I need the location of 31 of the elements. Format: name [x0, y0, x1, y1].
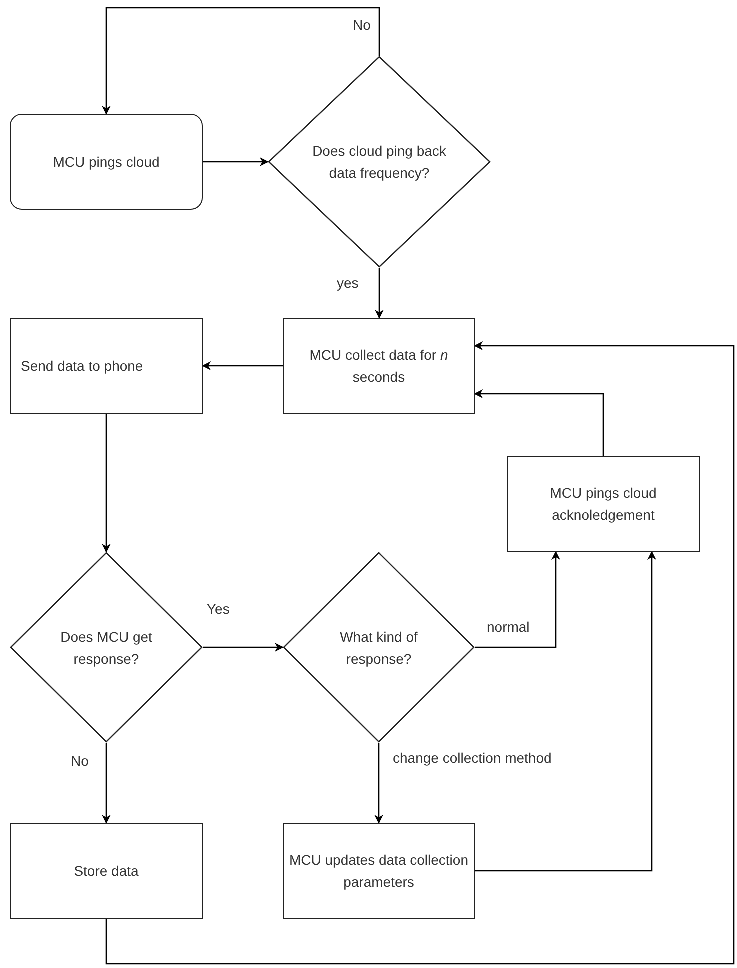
- node-label: MCU updates data collection parameters: [288, 851, 470, 892]
- decision-diamond: [283, 552, 475, 743]
- edge-label: change collection method: [393, 749, 553, 768]
- decision-diamond: [268, 56, 491, 268]
- node-label: Does MCU get response?: [60, 628, 154, 669]
- arrow: [374, 743, 384, 824]
- node-label: What kind of response?: [339, 628, 419, 669]
- node-label: MCU collect data for n seconds: [308, 346, 450, 387]
- process-box: [10, 114, 203, 210]
- node-label: Send data to phone: [20, 357, 144, 376]
- node-label: MCU pings cloud acknoledgement: [549, 484, 658, 525]
- arrow: [375, 268, 384, 319]
- arrow: [202, 362, 283, 370]
- arrow: [102, 743, 111, 824]
- process-box: [10, 318, 203, 414]
- arrow: [475, 551, 656, 872]
- arrow: [474, 390, 604, 456]
- arrow: [106, 342, 735, 965]
- arrow: [203, 643, 284, 652]
- process-box: [283, 823, 475, 919]
- arrow: [102, 7, 380, 115]
- node-label: MCU pings cloud: [53, 153, 160, 172]
- node-label: Does cloud ping back data frequency?: [312, 142, 448, 183]
- process-box: [507, 456, 700, 552]
- arrow: [102, 414, 111, 553]
- arrow: [203, 158, 269, 166]
- process-box: [283, 318, 475, 414]
- node-label: Store data: [74, 862, 139, 881]
- arrow: [475, 551, 560, 648]
- process-box: [10, 823, 203, 919]
- decision-diamond: [10, 552, 203, 743]
